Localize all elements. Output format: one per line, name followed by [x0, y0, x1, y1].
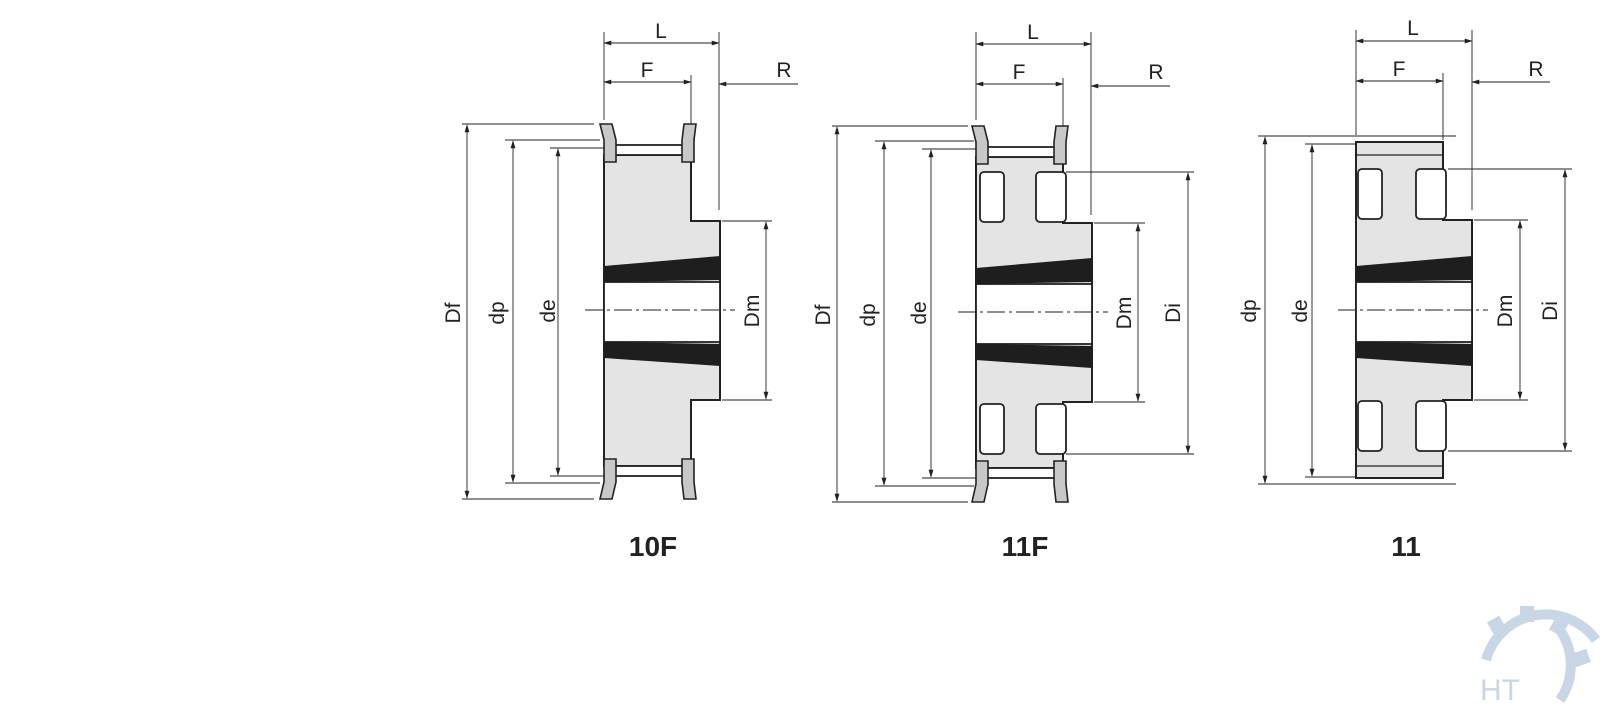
dimension-lines [462, 32, 798, 500]
dimension-lines [832, 32, 1194, 503]
label-dm: Dm [1494, 295, 1517, 328]
drawing-11f: L F R Df dp de Dm Di 11F [812, 21, 1194, 562]
label-r: R [1148, 61, 1163, 84]
label-df: Df [442, 302, 465, 323]
label-l: L [655, 20, 667, 43]
drawing-10f: L F R Df dp de Dm 10F [442, 20, 798, 562]
label-l: L [1407, 17, 1419, 40]
label-df: Df [812, 304, 835, 325]
drawing-11: L F R dp de Dm Di 11 [1238, 17, 1572, 562]
label-di: Di [1539, 301, 1562, 321]
label-dp: dp [1238, 299, 1261, 322]
label-de: de [908, 301, 931, 324]
label-f: F [1393, 58, 1406, 81]
drawing-caption: 10F [629, 531, 677, 562]
label-f: F [1013, 61, 1026, 84]
brand-logo: HT [1480, 606, 1600, 707]
dimension-lines [1258, 30, 1572, 485]
gear-icon [1481, 606, 1600, 703]
label-r: R [776, 59, 791, 82]
drawing-caption: 11F [1002, 531, 1049, 562]
label-dm: Dm [1113, 297, 1136, 330]
drawing-caption: 11 [1391, 531, 1421, 562]
pulley-section [598, 123, 721, 500]
pulley-section [970, 125, 1093, 503]
label-f: F [641, 59, 654, 82]
label-r: R [1528, 58, 1543, 81]
label-dp: dp [486, 301, 509, 324]
label-l: L [1027, 21, 1039, 44]
label-de: de [537, 299, 560, 322]
label-di: Di [1162, 303, 1185, 323]
label-dp: dp [857, 303, 880, 326]
label-dm: Dm [741, 295, 764, 328]
label-de: de [1289, 299, 1312, 322]
logo-text: HT [1480, 674, 1520, 707]
